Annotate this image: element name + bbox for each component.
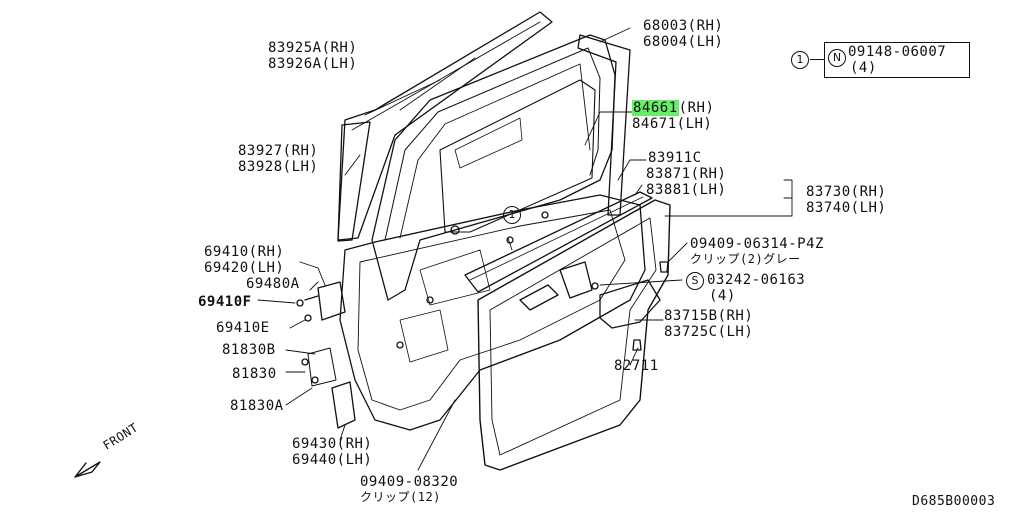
- part-83925a: 83925A(RH): [268, 40, 358, 56]
- front-arrow-icon: [74, 461, 101, 478]
- label-69430-69440: 69430(RH) 69440(LH): [292, 436, 372, 468]
- label-82711: 82711: [614, 358, 659, 374]
- part-83881: 83881(LH): [646, 182, 727, 198]
- part-09409-06314: 09409-06314-P4Z: [690, 236, 824, 252]
- legend-text: 09148-06007 (4): [848, 44, 946, 76]
- lower-hinge: [331, 381, 356, 429]
- belt-molding: [464, 191, 653, 293]
- door-trim-board: [477, 199, 671, 471]
- label-83730-83740: 83730(RH) 83740(LH): [806, 184, 886, 216]
- part-69410e: 69410E: [216, 320, 270, 336]
- part-83730: 83730(RH): [806, 184, 887, 200]
- label-09409-06314: 09409-06314-P4Z クリップ(2)グレー: [690, 236, 824, 266]
- highlighted-part-number: 84661: [632, 100, 679, 116]
- part-69430: 69430(RH): [292, 436, 373, 452]
- clip-09409: [659, 261, 669, 273]
- label-68003-68004: 68003(RH) 68004(LH): [643, 18, 723, 50]
- label-69410e: 69410E: [216, 320, 270, 336]
- legend-box: [824, 42, 970, 78]
- label-83871-83881: 83871(RH) 83881(LH): [646, 166, 726, 198]
- door-sash: [371, 34, 616, 301]
- part-83715b: 83715B(RH): [664, 308, 754, 324]
- part-69410f: 69410F: [198, 294, 252, 310]
- reference-1-marker-icon: 1: [791, 51, 809, 69]
- part-83725c: 83725C(LH): [664, 324, 754, 340]
- part-83911c: 83911C: [648, 150, 702, 166]
- part-81830a: 81830A: [230, 398, 284, 414]
- n-marker-icon: N: [828, 49, 846, 67]
- label-69410f: 69410F: [198, 294, 252, 310]
- part-84661-side: (RH): [678, 100, 715, 116]
- part-83871: 83871(RH): [646, 166, 727, 182]
- part-09409-08320-note: クリップ(12): [360, 490, 441, 504]
- part-03242-qty: (4): [709, 288, 736, 304]
- clip-82711: [632, 339, 642, 351]
- label-69410-69420: 69410(RH) 69420(LH): [204, 244, 284, 276]
- part-69420: 69420(LH): [204, 260, 285, 276]
- legend-part-number: 09148-06007: [848, 44, 947, 60]
- label-83925a-83926a: 83925A(RH) 83926A(LH): [268, 40, 357, 72]
- label-81830a: 81830A: [230, 398, 284, 414]
- upper-hinge: [317, 281, 346, 321]
- part-69410: 69410(RH): [204, 244, 285, 260]
- part-81830b: 81830B: [222, 342, 276, 358]
- part-69440: 69440(LH): [292, 452, 373, 468]
- part-83928: 83928(LH): [238, 159, 319, 175]
- diagram-id: D685B00003: [912, 494, 996, 509]
- part-68003: 68003(RH): [643, 18, 724, 34]
- part-84671: 84671(LH): [632, 116, 713, 132]
- label-83927-83928: 83927(RH) 83928(LH): [238, 143, 318, 175]
- label-84661-84671: 84661(RH) 84671(LH): [632, 100, 714, 132]
- part-68004: 68004(LH): [643, 34, 724, 50]
- part-69480a: 69480A: [246, 276, 300, 292]
- outer-frame-strip: [337, 11, 553, 241]
- label-83715b-83725c: 83715B(RH) 83725C(LH): [664, 308, 753, 340]
- door-glass: [439, 79, 596, 233]
- part-83927: 83927(RH): [238, 143, 319, 159]
- part-81830: 81830: [232, 366, 277, 382]
- part-83740: 83740(LH): [806, 200, 887, 216]
- label-81830: 81830: [232, 366, 277, 382]
- part-82711: 82711: [614, 358, 659, 374]
- label-69480a: 69480A: [246, 276, 300, 292]
- legend-qty: (4): [850, 60, 877, 76]
- part-84661: 84661(RH): [632, 100, 714, 116]
- glass-run: [577, 34, 631, 216]
- part-03242-06163: 03242-06163: [707, 272, 806, 288]
- label-83911c: 83911C: [648, 150, 702, 166]
- part-83926a: 83926A(LH): [268, 56, 358, 72]
- label-81830b: 81830B: [222, 342, 276, 358]
- armrest: [599, 279, 661, 329]
- part-09409-06314-note: クリップ(2)グレー: [690, 252, 801, 266]
- label-09409-08320: 09409-08320 クリップ(12): [360, 474, 458, 504]
- s-marker-icon: S: [686, 272, 704, 290]
- door-inner-panel: [339, 194, 646, 431]
- pillar-weatherstrip: [337, 121, 371, 242]
- label-03242-06163: 03242-06163 (4): [707, 272, 805, 304]
- part-09409-08320: 09409-08320: [360, 474, 459, 490]
- door-reference-1-marker-icon: 1: [503, 206, 521, 224]
- reference-leader: [810, 59, 824, 60]
